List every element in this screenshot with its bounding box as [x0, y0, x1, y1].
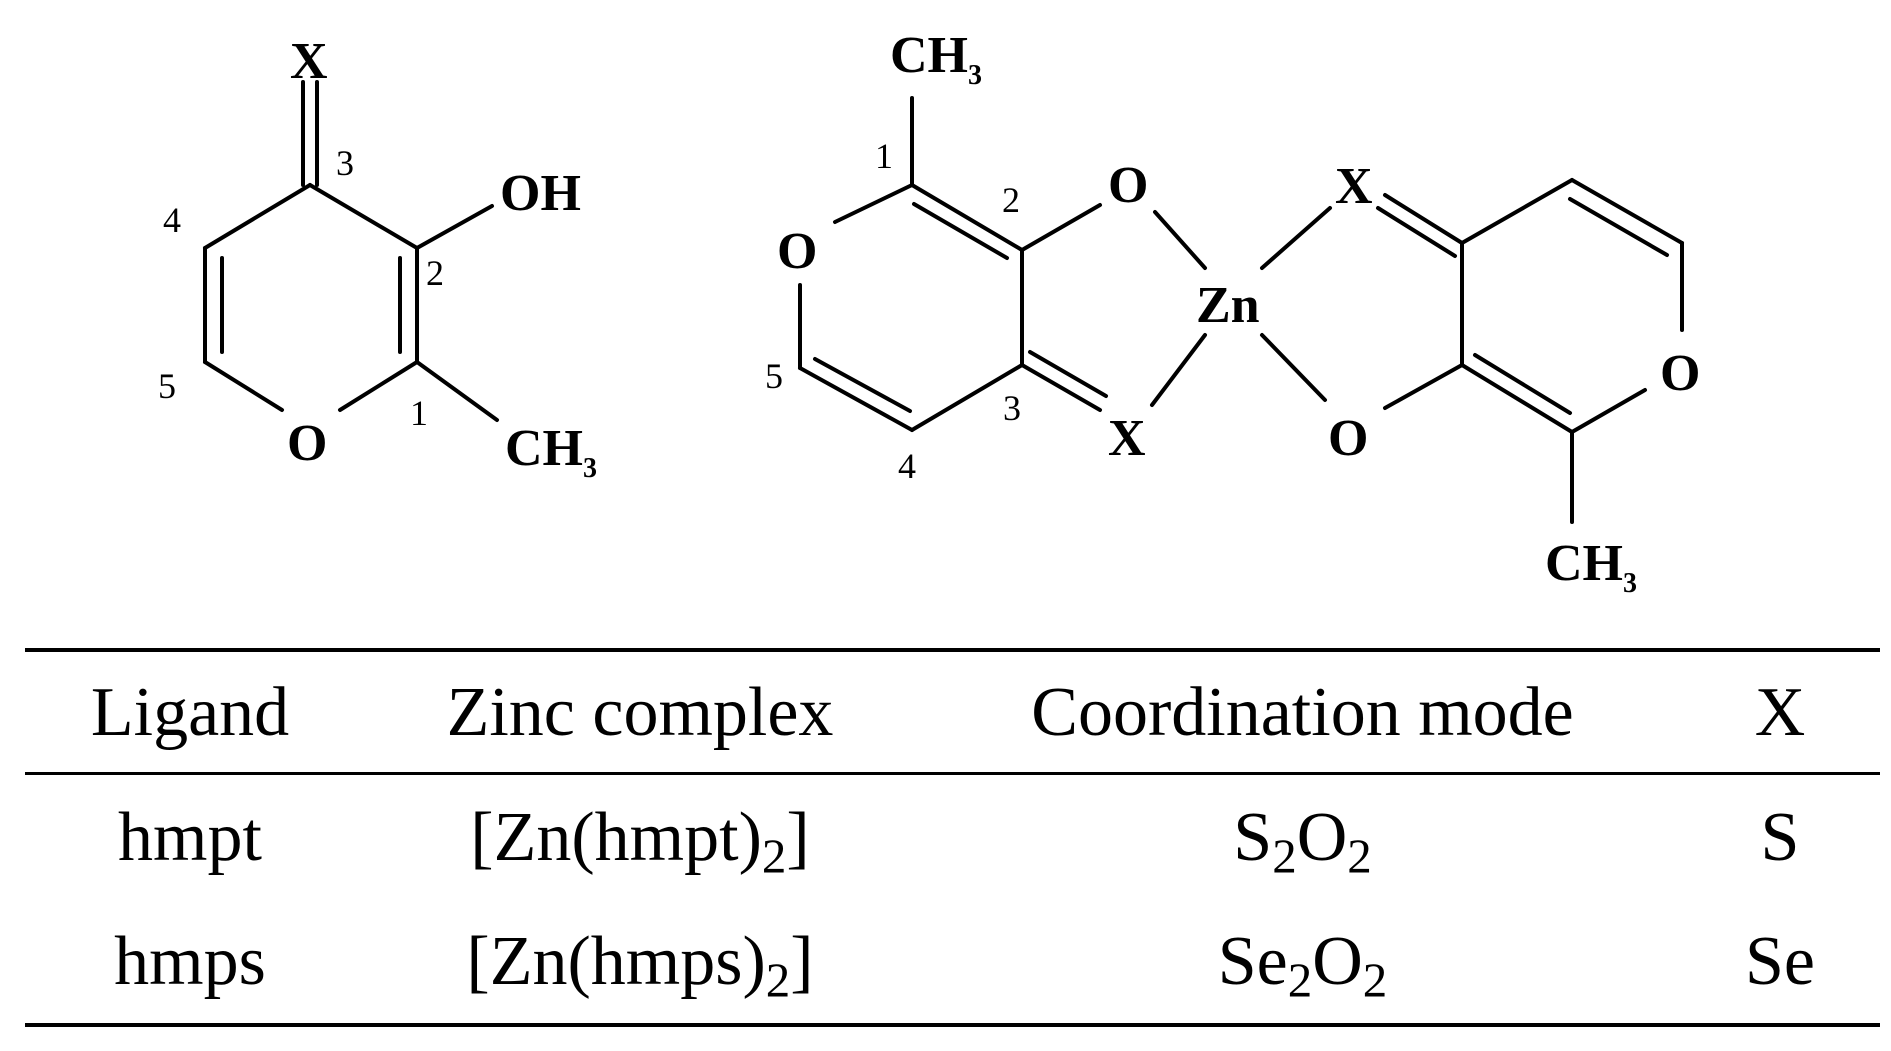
bond-rc4-rc5-double	[1568, 197, 1669, 257]
ligand-ring-o-label: O	[287, 415, 327, 472]
zinc-complex-structure: Zn CH3 O O X X O O CH3 1 2 3 4 5	[765, 27, 1700, 599]
bond-rc1-rc2-double	[1473, 353, 1572, 415]
bond-lc4-lc5-double	[813, 357, 912, 413]
header-coordination-mode: Coordination mode	[1031, 673, 1574, 751]
bond-zn-x-right	[1260, 206, 1332, 270]
bond-lc3-x-b	[1028, 350, 1108, 398]
bond-lc3-lc4	[910, 363, 1024, 432]
bond-rc4-rc5	[1570, 178, 1684, 245]
bond-c2-oh	[415, 204, 494, 250]
complex-left-ch3-label: CH3	[890, 27, 982, 91]
bond-c3-c4	[203, 183, 312, 250]
ligand-structure: X OH O CH3 3 2 1 4 5	[158, 33, 597, 484]
ligand-x-label: X	[290, 33, 328, 90]
header-x: X	[1754, 673, 1806, 751]
cell-ligand: hmps	[114, 922, 266, 1000]
complex-position-5: 5	[765, 356, 783, 396]
complex-right-coord-o-label: O	[1328, 410, 1368, 467]
cell-ligand: hmpt	[118, 798, 262, 876]
bond-lc1-lc2-double	[912, 202, 1009, 260]
bond-o-lc1	[833, 183, 914, 224]
bond-lc3-x-a	[1020, 363, 1102, 412]
complex-right-x-label: X	[1335, 158, 1373, 215]
bond-zn-o-right	[1260, 333, 1327, 402]
table-row: hmps [Zn(hmps)2] Se2O2 Se	[25, 899, 1880, 1025]
bond-rc2-o	[1383, 363, 1464, 410]
table-header-row: Ligand Zinc complex Coordination mode X	[25, 650, 1880, 774]
bond-rc1-rc2	[1460, 363, 1574, 434]
complex-right-ring-o-label: O	[1660, 345, 1700, 402]
ligand-ch3-label: CH3	[505, 420, 597, 484]
ligand-position-2: 2	[426, 253, 444, 293]
ligand-position-3: 3	[336, 143, 354, 183]
bond-c1-ch3	[415, 360, 499, 422]
bond-lc4-lc5	[798, 366, 914, 432]
bond-rx-rc3-a	[1383, 193, 1464, 245]
ligand-position-4: 4	[163, 200, 181, 240]
complex-position-1: 1	[875, 136, 893, 176]
complex-left-coord-o-label: O	[1108, 157, 1148, 214]
ligand-oh-label: OH	[500, 165, 581, 222]
complex-left-x-label: X	[1108, 410, 1146, 467]
bond-rc3-rc4	[1460, 178, 1574, 245]
bond-c5-o	[203, 360, 284, 412]
ligand-complex-table: Ligand Zinc complex Coordination mode X …	[25, 648, 1880, 1027]
bond-c2-c3	[308, 183, 419, 250]
complex-position-2: 2	[1002, 180, 1020, 220]
zinc-atom-label: Zn	[1196, 277, 1260, 334]
cell-coordination-mode: S2O2	[1233, 798, 1372, 883]
cell-x: Se	[1745, 922, 1815, 1000]
bond-zn-o-left	[1153, 210, 1207, 270]
bond-lc2-o	[1020, 203, 1102, 252]
ligand-position-1: 1	[410, 393, 428, 433]
chemical-structures-figure: X OH O CH3 3 2 1 4 5	[158, 27, 1700, 599]
ligand-position-5: 5	[158, 366, 176, 406]
header-zinc-complex: Zinc complex	[446, 673, 834, 751]
bond-o-rc1	[1570, 388, 1647, 434]
cell-coordination-mode: Se2O2	[1217, 922, 1388, 1007]
complex-position-3: 3	[1003, 388, 1021, 428]
complex-position-4: 4	[898, 446, 916, 486]
ligand-complex-table-wrapper: Ligand Zinc complex Coordination mode X …	[25, 648, 1880, 1027]
complex-right-ch3-label: CH3	[1545, 535, 1637, 599]
bond-lc1-lc2	[910, 183, 1024, 252]
cell-zinc-complex: [Zn(hmpt)2]	[470, 798, 810, 883]
table-row: hmpt [Zn(hmpt)2] S2O2 S	[25, 774, 1880, 900]
cell-x: S	[1760, 798, 1800, 876]
complex-left-ring-o-label: O	[777, 223, 817, 280]
bond-zn-x-left	[1150, 333, 1207, 407]
cell-zinc-complex: [Zn(hmps)2]	[466, 922, 814, 1007]
bond-o-c1	[338, 360, 419, 412]
bond-rx-rc3-b	[1376, 206, 1457, 258]
header-ligand: Ligand	[90, 673, 290, 751]
